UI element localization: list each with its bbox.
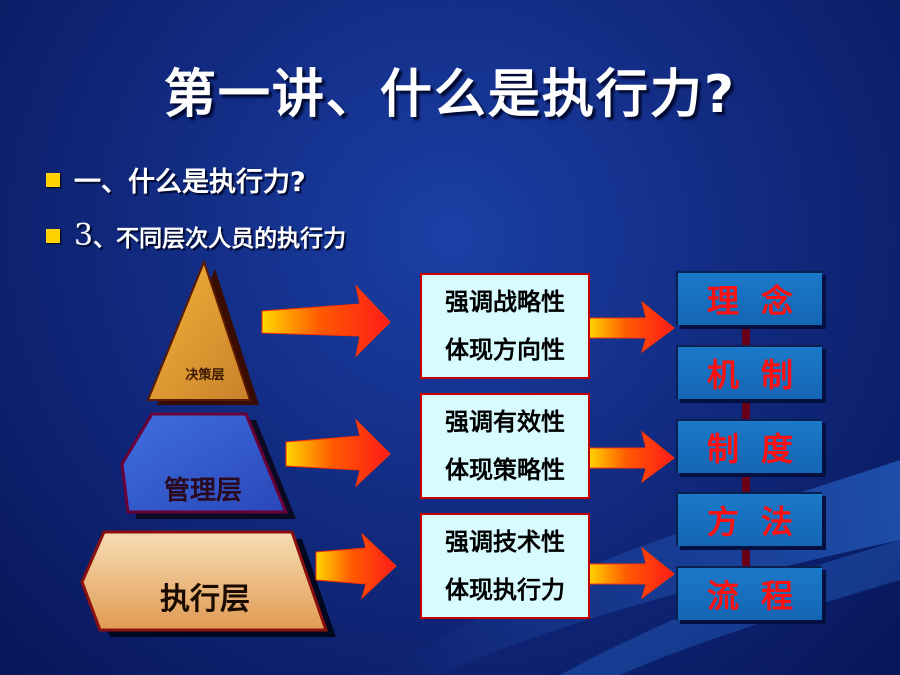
emphasis-box-decision: 强调战略性 体现方向性 xyxy=(420,273,590,379)
arrow-tier1-to-box1 xyxy=(261,284,391,358)
emphasis-line: 体现策略性 xyxy=(445,455,565,484)
bullet-square-icon xyxy=(46,172,60,187)
emphasis-box-execution: 强调技术性 体现执行力 xyxy=(420,513,590,619)
tier-execution-label: 执行层 xyxy=(160,582,250,617)
tag-mechanism: 机制 xyxy=(676,345,822,399)
bullet-1: 一、什么是执行力? xyxy=(46,160,306,199)
bullet-square-icon xyxy=(46,228,60,243)
bullet-2-text: 、不同层次人员的执行力 xyxy=(93,225,347,252)
tag-concept: 理念 xyxy=(676,271,822,325)
tier-management-label: 管理层 xyxy=(163,476,242,506)
tag-system: 制度 xyxy=(676,419,822,473)
arrow-tier2-to-box2 xyxy=(285,418,391,488)
emphasis-line: 体现方向性 xyxy=(445,335,565,364)
arrow-tier3-to-box3 xyxy=(315,532,397,600)
emphasis-line: 体现执行力 xyxy=(445,575,565,604)
tier-decision-shape xyxy=(146,259,259,405)
bullet-2: 3 、不同层次人员的执行力 xyxy=(46,218,346,253)
slide-title: 第一讲、什么是执行力? xyxy=(163,65,737,125)
emphasis-line: 强调有效性 xyxy=(445,407,565,436)
bullet-2-number: 3 xyxy=(74,218,94,253)
emphasis-line: 强调战略性 xyxy=(445,287,565,316)
emphasis-line: 强调技术性 xyxy=(445,527,565,556)
tier-decision-label: 决策层 xyxy=(185,368,225,383)
tag-process: 流程 xyxy=(676,566,822,620)
arrow-box1-to-tags xyxy=(587,300,675,354)
emphasis-box-management: 强调有效性 体现策略性 xyxy=(420,393,590,499)
arrow-box3-to-tags xyxy=(587,546,675,600)
arrow-box2-to-tags xyxy=(587,430,675,484)
tag-method: 方法 xyxy=(676,492,822,546)
bullet-1-text: 一、什么是执行力? xyxy=(74,167,306,198)
